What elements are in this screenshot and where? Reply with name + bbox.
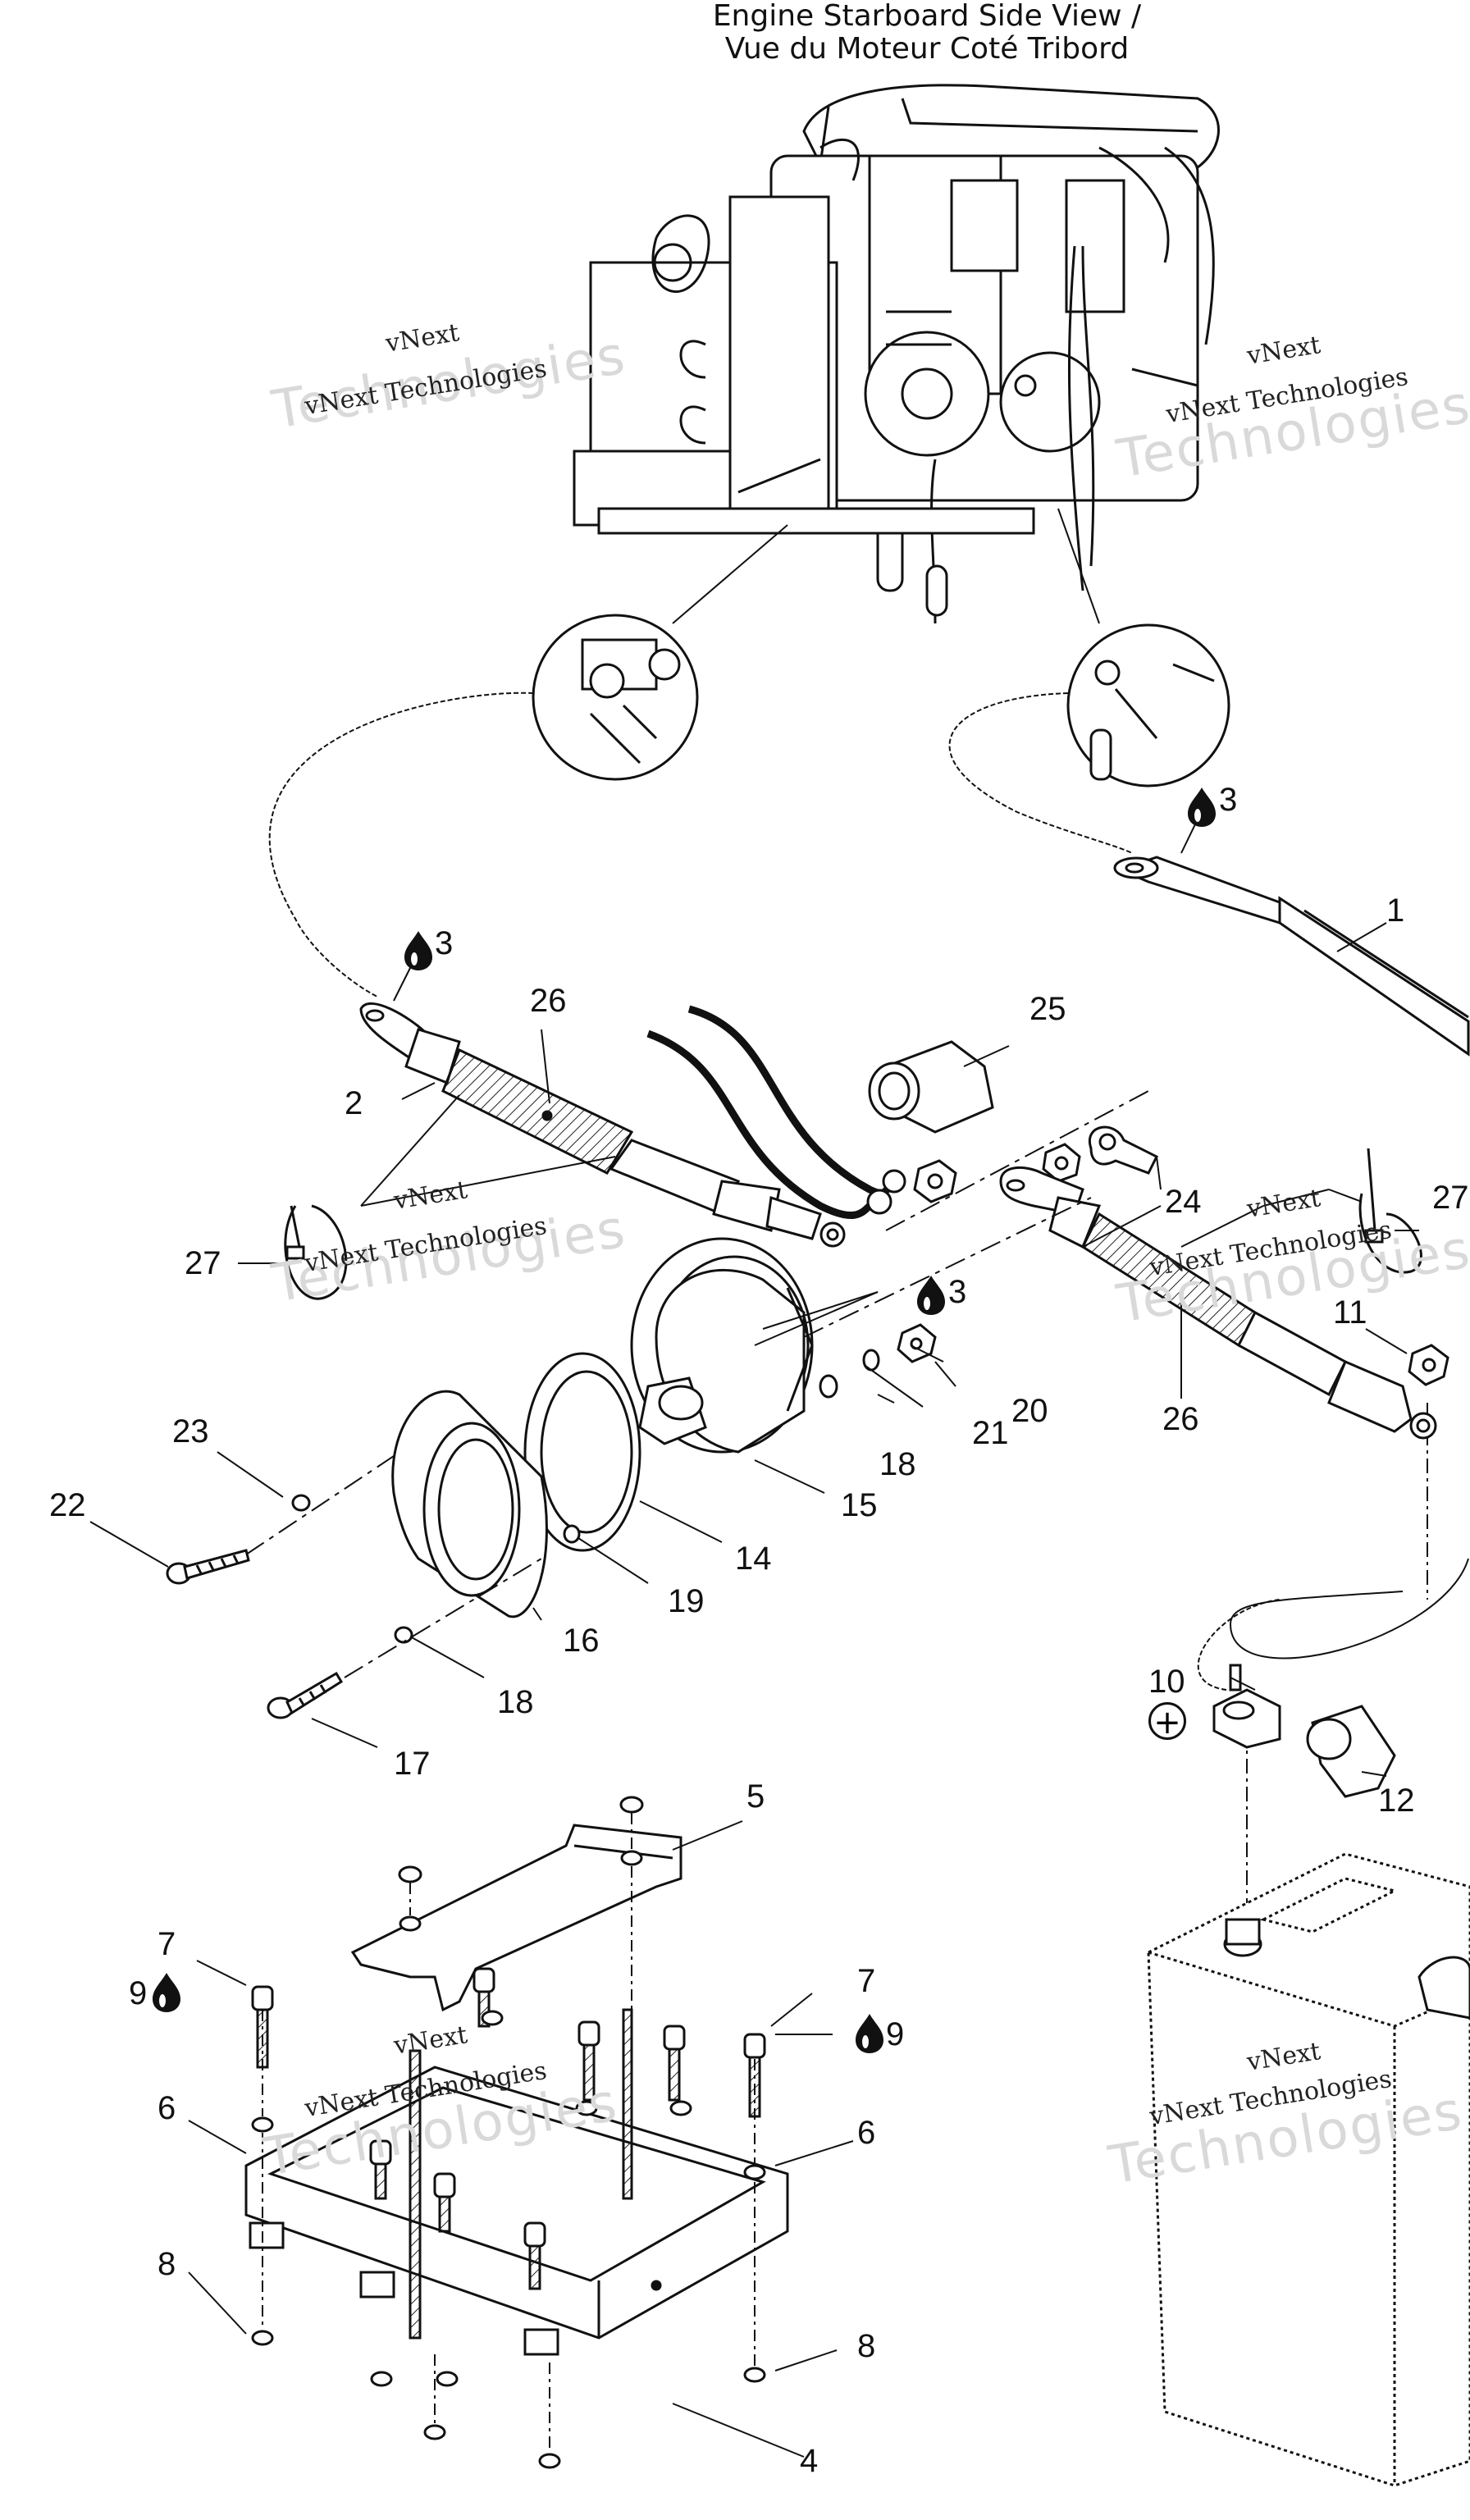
callout-26: 26 [530, 983, 567, 1019]
callout-21: 21 [972, 1415, 1009, 1451]
callout-27: 27 [1432, 1180, 1469, 1216]
callout-9: 9 [886, 2016, 905, 2052]
callout-4: 4 [800, 2443, 819, 2479]
wire-terminals [866, 1169, 906, 1215]
callout-6: 6 [158, 2090, 176, 2126]
screw-17 [267, 1671, 344, 1719]
callout-20: 20 [1011, 1393, 1048, 1429]
cable-tie-27-left [284, 1204, 348, 1300]
callout-3: 3 [1219, 782, 1238, 818]
gasket-14 [523, 1352, 641, 1552]
callout-12: 12 [1378, 1783, 1415, 1819]
callout-23: 23 [172, 1413, 209, 1449]
battery-terminal [1223, 1918, 1470, 2020]
leader-lines [268, 508, 1469, 1903]
flange-16 [391, 1390, 548, 1618]
cable-1 [1113, 856, 1470, 1057]
nuts-terminal [913, 1125, 1159, 1203]
callout-18: 18 [879, 1446, 916, 1482]
tray-dash-lines [262, 1813, 756, 2453]
boot-cap-25 [868, 1040, 994, 1134]
engine-illustration [573, 84, 1220, 624]
callout-15: 15 [841, 1487, 878, 1523]
callout-27: 27 [185, 1245, 221, 1281]
callout-11: 11 [1333, 1294, 1367, 1331]
nut-11 [1408, 1344, 1449, 1386]
diagram-title: Engine Starboard Side View / Vue du Mote… [591, 0, 1263, 66]
callout-5: 5 [746, 1778, 765, 1815]
callout-2: 2 [345, 1085, 363, 1121]
callout-26: 26 [1162, 1401, 1199, 1437]
callout-9: 9 [129, 1975, 148, 2011]
fitting-15 [630, 1237, 814, 1454]
callout-14: 14 [735, 1541, 772, 1577]
callout-17: 17 [394, 1746, 431, 1782]
detail-circle-right [1066, 623, 1230, 788]
positive-terminal-symbol: + [1148, 1702, 1186, 1741]
callout-7: 7 [158, 1926, 176, 1962]
callout-3: 3 [948, 1274, 967, 1310]
callout-8: 8 [857, 2328, 876, 2364]
tray-4 [244, 2066, 789, 2356]
battery [1147, 1852, 1470, 2487]
title-line-2: Vue du Moteur Coté Tribord [724, 32, 1130, 66]
callout-6: 6 [857, 2115, 876, 2151]
cable-26-right [999, 1166, 1437, 1440]
washers-nuts [291, 1323, 937, 1644]
screw-22 [166, 1549, 250, 1585]
callout-1: 1 [1386, 892, 1405, 929]
cable-2 [359, 1002, 846, 1248]
callout-8: 8 [158, 2246, 176, 2282]
title-line-1: Engine Starboard Side View / [712, 0, 1142, 33]
callout-18: 18 [497, 1684, 534, 1720]
callout-22: 22 [49, 1487, 86, 1523]
terminal-10 [1212, 1664, 1281, 1749]
drop-icon-highlights [159, 809, 1201, 2048]
tray-bolts [251, 1967, 766, 2340]
cable-tie-27-right [1358, 1148, 1422, 1274]
callout-leaders [89, 801, 1419, 2458]
callout-19: 19 [668, 1583, 705, 1619]
callout-7: 7 [857, 1963, 876, 1999]
callout-24: 24 [1165, 1184, 1202, 1220]
callout-10: 10 [1148, 1664, 1185, 1700]
detail-circle-left [532, 614, 699, 781]
callout-3: 3 [435, 925, 454, 961]
callout-25: 25 [1029, 991, 1066, 1027]
callout-16: 16 [563, 1623, 600, 1659]
centerline-dashes [245, 1090, 1149, 1678]
